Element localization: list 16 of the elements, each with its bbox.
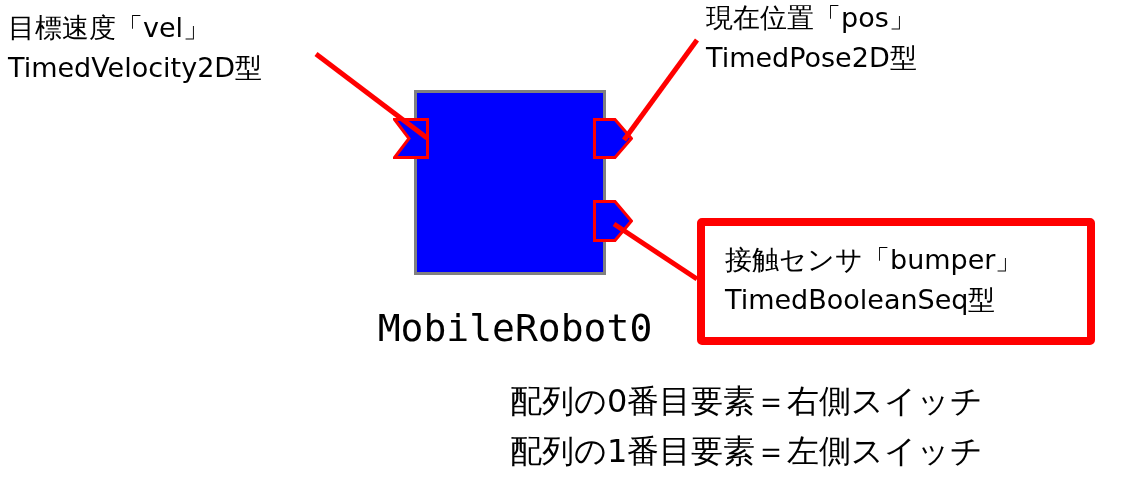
output-port: [593, 200, 633, 242]
component-block: [414, 90, 606, 275]
component-name: MobileRobot0: [376, 306, 654, 350]
data-type: TimedPose2D型: [706, 41, 917, 75]
note-text: 配列の1番目要素＝左側スイッチ: [510, 431, 984, 472]
note-text: 配列の0番目要素＝右側スイッチ: [510, 381, 984, 422]
data-type: TimedVelocity2D型: [8, 51, 263, 85]
leader-line: [314, 52, 429, 140]
leader-line: [622, 38, 699, 142]
port-name: 接触センサ「bumper」: [725, 243, 1023, 277]
leader-line: [612, 221, 699, 282]
output-port: [593, 118, 633, 159]
data-type: TimedBooleanSeq型: [725, 283, 996, 317]
port-name: 目標速度「vel」: [8, 11, 211, 45]
callout-box: [697, 218, 1095, 345]
port-name: 現在位置「pos」: [706, 1, 916, 35]
